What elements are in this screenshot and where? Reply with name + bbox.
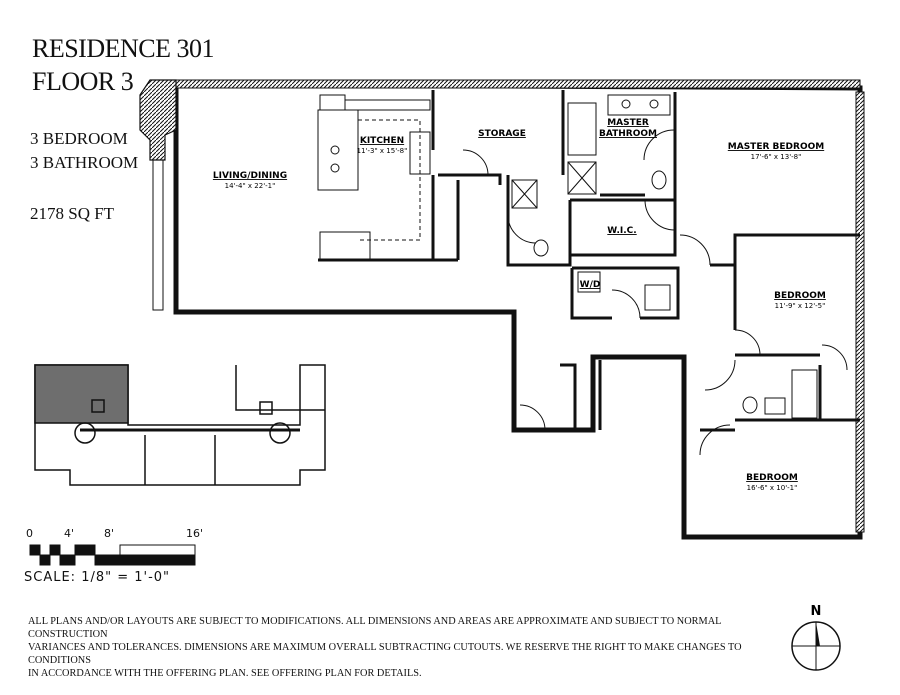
room-storage-name: STORAGE bbox=[478, 129, 526, 139]
room-bedroom2-dims: 11'-9" x 12'-5" bbox=[775, 302, 826, 310]
room-master-bath-line2: BATHROOM bbox=[599, 129, 657, 139]
room-wd-name: W/D bbox=[580, 280, 601, 290]
unit-bedrooms: 3 BEDROOM bbox=[30, 129, 128, 148]
east-wall-hatch bbox=[855, 91, 865, 533]
title-floor: FLOOR 3 bbox=[32, 67, 134, 96]
north-wall-hatch bbox=[175, 79, 861, 89]
scale-bar bbox=[29, 544, 196, 566]
room-living-dims: 14'-4" x 22'-1" bbox=[225, 182, 276, 190]
unit-bathrooms: 3 BATHROOM bbox=[30, 153, 139, 172]
kitchen-fixtures bbox=[317, 94, 431, 261]
disclaimer-line1: ALL PLANS AND/OR LAYOUTS ARE SUBJECT TO … bbox=[28, 616, 722, 640]
disclaimer-line3: IN ACCORDANCE WITH THE OFFERING PLAN. SE… bbox=[28, 668, 422, 679]
corner-column bbox=[139, 79, 177, 161]
unit-area: 2178 SQ FT bbox=[30, 204, 115, 223]
room-master-bath-line1: MASTER bbox=[607, 118, 649, 128]
room-wic-name: W.I.C. bbox=[607, 226, 636, 236]
bath-fixtures bbox=[511, 94, 818, 419]
title-residence: RESIDENCE 301 bbox=[32, 34, 215, 63]
room-master-bed-name: MASTER BEDROOM bbox=[728, 142, 824, 152]
scale-tick-0: 0 bbox=[26, 527, 33, 540]
interior-walls bbox=[318, 90, 860, 432]
room-bedroom3-name: BEDROOM bbox=[746, 473, 798, 483]
room-bedroom2-name: BEDROOM bbox=[774, 291, 826, 301]
key-plan-unit-highlight bbox=[34, 364, 129, 424]
disclaimer-line2: VARIANCES AND TOLERANCES. DIMENSIONS ARE… bbox=[28, 642, 742, 666]
scale-tick-8: 8' bbox=[104, 527, 115, 540]
room-kitchen-name: KITCHEN bbox=[360, 136, 404, 146]
scale-ticks: 0 4' 8' 16' bbox=[24, 527, 224, 541]
room-bedroom3-dims: 16'-6" x 10'-1" bbox=[747, 484, 798, 492]
west-windows bbox=[152, 159, 164, 311]
scale-tick-4: 4' bbox=[64, 527, 75, 540]
compass-north-label: N bbox=[811, 604, 822, 619]
north-compass-icon: N bbox=[791, 604, 841, 671]
scale-tick-16: 16' bbox=[186, 527, 204, 540]
door-swings bbox=[462, 129, 848, 456]
disclaimer: ALL PLANS AND/OR LAYOUTS ARE SUBJECT TO … bbox=[28, 615, 788, 680]
room-kitchen-dims: 11'-3" x 15'-8" bbox=[357, 147, 408, 155]
scale-label: SCALE: 1/8" = 1'-0" bbox=[24, 570, 171, 585]
room-living-name: LIVING/DINING bbox=[213, 171, 287, 181]
page-title: RESIDENCE 301 FLOOR 3 bbox=[32, 32, 215, 98]
room-master-bed-dims: 17'-6" x 13'-8" bbox=[751, 153, 802, 161]
key-plan bbox=[34, 364, 326, 486]
